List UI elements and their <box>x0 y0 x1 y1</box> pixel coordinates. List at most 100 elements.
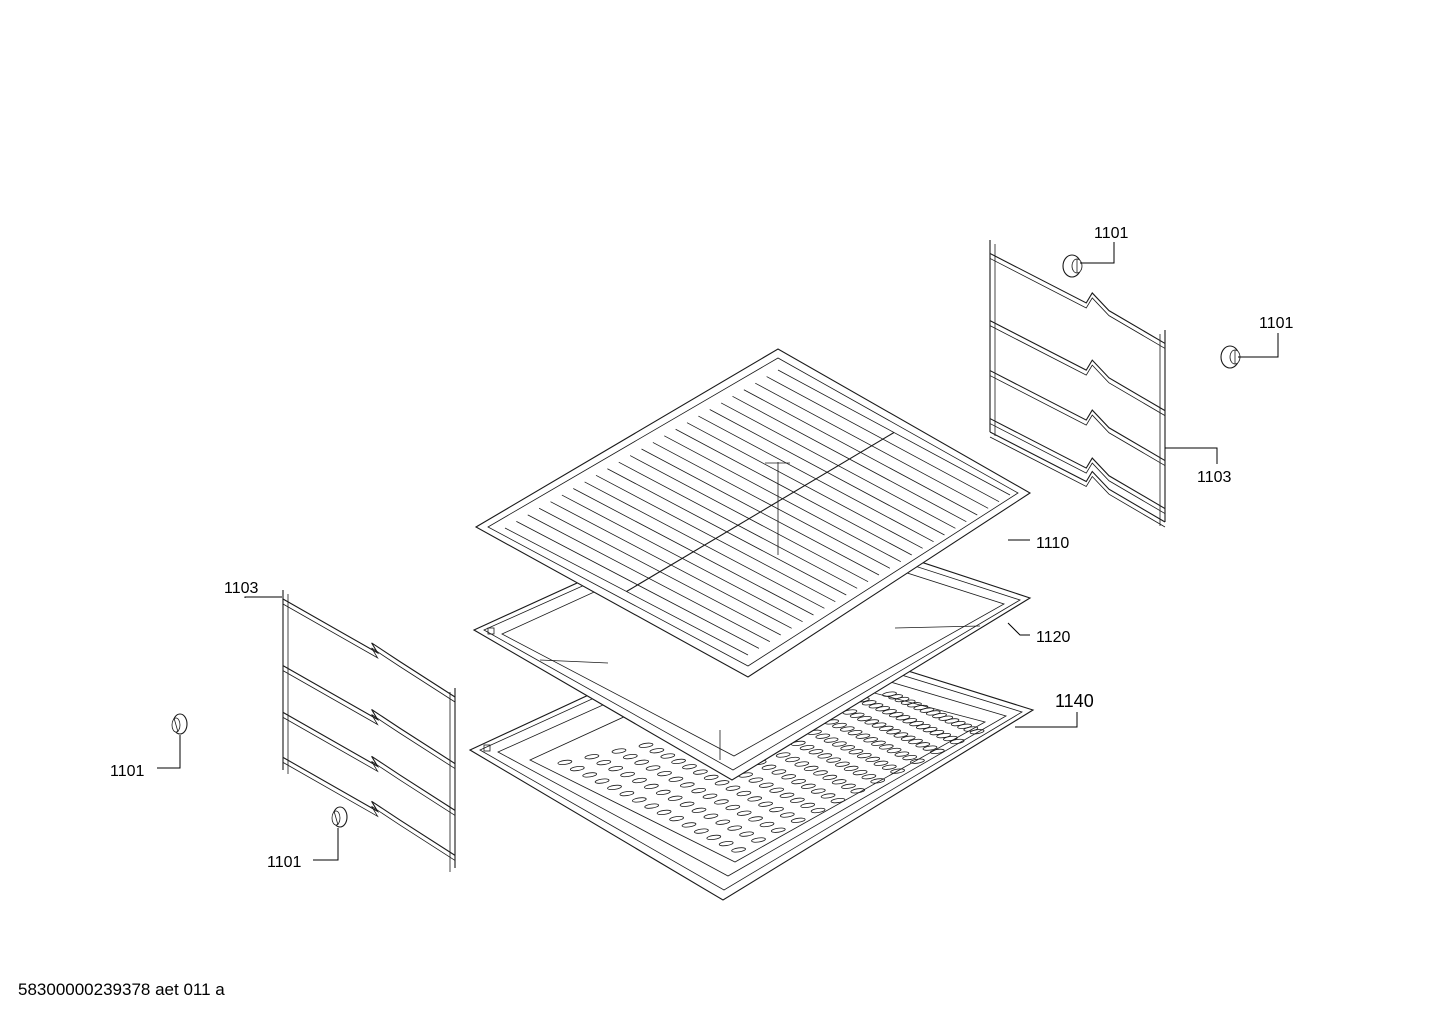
perforation-slot <box>668 776 684 782</box>
perforation-slot <box>718 840 734 847</box>
perforation-slot <box>761 764 777 770</box>
perforation-slot <box>922 745 938 751</box>
perforation-slot <box>800 802 816 809</box>
perforation-slot <box>671 758 686 765</box>
perforation-slot <box>929 729 945 736</box>
perforation-slot <box>799 744 815 751</box>
clip-1101-right <box>1220 345 1241 369</box>
perforation-slot <box>841 783 856 789</box>
clip-1101-left <box>171 713 188 735</box>
perforation-slot <box>857 715 872 722</box>
perforation-slot <box>725 785 741 791</box>
perforation-slot <box>584 754 600 760</box>
perforation-slot <box>878 725 894 732</box>
perforation-slot <box>852 769 868 776</box>
perforation-slot <box>831 779 847 785</box>
perforation-slot <box>886 729 901 735</box>
perforation-slot <box>871 722 887 728</box>
perforation-slot <box>943 735 958 742</box>
perforation-slot <box>881 764 897 770</box>
perforation-slot <box>863 737 879 743</box>
callout-1140: 1140 <box>1055 691 1094 711</box>
perforation-slot <box>847 729 863 736</box>
perforation-slot <box>893 732 909 738</box>
perforation-slot <box>694 828 709 834</box>
perforation-slot <box>842 709 858 715</box>
perforation-slot <box>902 718 918 724</box>
perforation-slot <box>748 777 764 783</box>
perforation-slot <box>895 715 911 721</box>
perforation-slot <box>890 768 905 774</box>
callout-1110: 1110 <box>1036 535 1069 552</box>
side-rail-right-1103 <box>989 240 1166 528</box>
perforation-slot <box>875 706 891 712</box>
perforation-slot <box>785 756 800 763</box>
side-rail-left-1103 <box>282 590 456 872</box>
perforation-slot <box>693 769 708 775</box>
perforation-slot <box>826 757 841 763</box>
perforation-slot <box>769 806 784 813</box>
perforation-slot <box>702 793 718 799</box>
perforation-slot <box>725 804 741 811</box>
perforation-slot <box>557 759 573 766</box>
perforation-slot <box>832 741 847 747</box>
perforation-slot <box>751 837 766 843</box>
perforation-slot <box>714 799 729 805</box>
perforation-slot <box>865 756 881 763</box>
perforation-slot <box>936 732 952 739</box>
perforation-slot <box>569 765 585 772</box>
callout-1101-top: 1101 <box>1094 225 1129 242</box>
perforation-slot <box>660 753 676 759</box>
perforation-slot <box>810 807 826 814</box>
document-id: 58300000239378 aet 011 a <box>18 980 225 999</box>
perforation-slot <box>849 712 865 718</box>
perforation-slot <box>878 744 894 750</box>
perforation-slot <box>594 778 610 784</box>
perforation-slot <box>667 795 683 801</box>
perforation-slot <box>840 745 856 751</box>
perforation-slot <box>817 753 833 759</box>
perforation-slot <box>801 783 816 789</box>
grid-bars <box>504 369 1011 656</box>
perforation-slot <box>622 753 638 760</box>
perforation-slot <box>634 759 650 765</box>
perforation-slot <box>619 790 635 797</box>
perforation-slot <box>715 819 731 825</box>
perforation-slot <box>607 784 622 791</box>
perforation-slot <box>868 703 884 709</box>
perforation-slot <box>791 778 806 785</box>
clip-1101-bottom <box>331 806 348 828</box>
perforation-slot <box>771 769 787 775</box>
perforation-slot <box>894 751 910 757</box>
callout-1120: 1120 <box>1036 629 1071 646</box>
perforation-slot <box>703 774 719 781</box>
perforation-slot <box>810 788 826 794</box>
perforation-slot <box>790 797 805 803</box>
perforation-slot <box>888 712 904 718</box>
perforation-slot <box>736 810 752 816</box>
leader-lines <box>157 242 1279 861</box>
perforation-slot <box>620 771 635 778</box>
perforation-slot <box>679 782 695 788</box>
perforation-slot <box>656 809 672 816</box>
perforation-slot <box>644 803 660 809</box>
callout-1103-right: 1103 <box>1197 469 1232 486</box>
perforation-slot <box>949 738 965 745</box>
perforation-slot <box>915 742 931 748</box>
perforation-slot <box>900 735 916 741</box>
perforation-slot <box>823 737 839 743</box>
perforation-slot <box>706 834 722 841</box>
perforation-slot <box>794 761 810 767</box>
perforation-slot <box>779 792 795 798</box>
perforation-slot <box>864 719 880 725</box>
perforation-slot <box>759 821 775 828</box>
perforation-slot <box>813 770 828 776</box>
perforation-slot <box>682 764 697 770</box>
perforation-slot <box>649 748 665 754</box>
perforation-slot <box>736 790 752 797</box>
perforation-slot <box>822 774 838 781</box>
perforation-slot <box>747 796 763 802</box>
perforation-slot <box>848 749 864 755</box>
perforation-slot <box>908 738 923 745</box>
